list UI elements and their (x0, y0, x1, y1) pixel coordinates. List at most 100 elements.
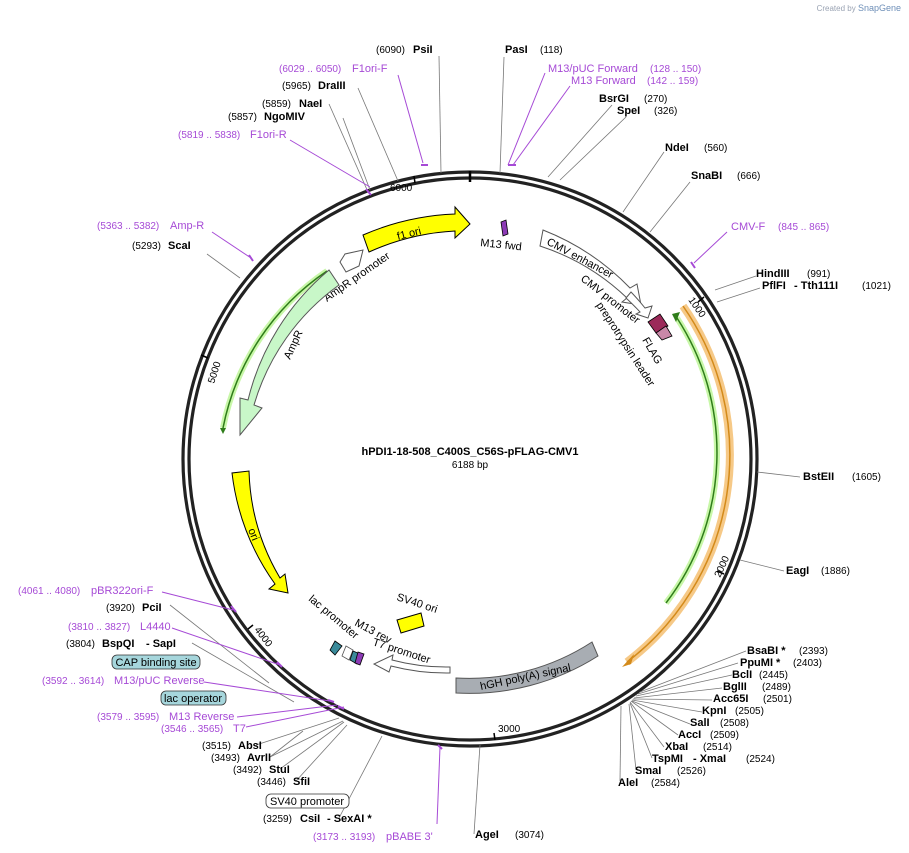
bspqi-name: BspQI (102, 638, 134, 650)
primer-t7[interactable]: (3546 .. 3565) T7 (161, 723, 246, 735)
enzyme-bspqi[interactable]: (3804) BspQI - SapI (66, 638, 176, 650)
m13-puc-reverse-name: M13/pUC Reverse (114, 675, 204, 687)
sali-name: SalI (690, 717, 710, 729)
primer-f1ori-f[interactable]: (6029 .. 6050) F1ori-F (279, 63, 388, 75)
enzyme-alei[interactable]: AleI (2584) (618, 777, 680, 789)
pflfi-pos: (1021) (862, 281, 891, 292)
enzyme-tspmi[interactable]: TspMI - XmaI (2524) (652, 753, 775, 765)
enzyme-smai[interactable]: SmaI (2526) (635, 765, 706, 777)
bcli-name: BclI (732, 669, 752, 681)
amp-r-range: (5363 .. 5382) (97, 221, 159, 232)
enzyme-sali[interactable]: SalI (2508) (690, 717, 749, 729)
feature-ori[interactable]: ori (231, 470, 289, 594)
m13-forward-name: M13 Forward (571, 75, 636, 87)
cmv-f-name: CMV-F (731, 221, 766, 233)
enzyme-csii[interactable]: (3259) CsiI - SexAI * (263, 813, 372, 825)
avrii-pos: (3493) (211, 753, 240, 764)
right-bands (622, 303, 734, 667)
enzyme-pflfi[interactable]: PflFI - Tth111I (1021) (762, 280, 891, 292)
primer-marks (230, 164, 696, 750)
feature-m13-fwd[interactable]: M13 fwd (480, 219, 523, 253)
smai-pos: (2526) (677, 766, 706, 777)
enzyme-ngomiv[interactable]: (5857) NgoMIV (228, 111, 306, 123)
ndei-pos: (560) (704, 143, 727, 154)
cap-binding-site-text: CAP binding site (115, 657, 196, 669)
kpni-pos: (2505) (735, 706, 764, 717)
primer-m13-forward[interactable]: M13 Forward (142 .. 159) (571, 75, 698, 87)
pbr322ori-f-name: pBR322ori-F (91, 585, 154, 597)
enzyme-eagi[interactable]: EagI (1886) (786, 565, 850, 577)
eagi-name: EagI (786, 565, 809, 577)
feature-sv40-ori[interactable]: SV40 ori (395, 591, 439, 634)
draiii-name: DraIII (318, 80, 346, 92)
label-cap-binding-site[interactable]: CAP binding site (111, 654, 201, 670)
feature-cmv-enhancer[interactable]: CMV enhancer (539, 229, 642, 306)
enzyme-sfii[interactable]: (3446) SfiI (257, 776, 310, 788)
acci-name: AccI (678, 729, 701, 741)
feature-lac-operator[interactable] (341, 645, 354, 661)
primer-m13-puc-reverse[interactable]: (3592 .. 3614) M13/pUC Reverse (42, 675, 204, 687)
enzyme-bglii[interactable]: BglII (2489) (723, 681, 791, 693)
feature-sv40-promoter-arc[interactable] (372, 654, 451, 674)
m13-puc-forward-range: (128 .. 150) (650, 64, 701, 75)
enzyme-hindiii[interactable]: HindIII (991) (756, 268, 830, 280)
created-by-label: Created by (816, 4, 856, 13)
primer-pbr322ori-f[interactable]: (4061 .. 4080) pBR322ori-F (18, 585, 154, 597)
plasmid-name: hPDI1-18-508_C400S_C56S-pFLAG-CMV1 (361, 446, 578, 458)
feature-f1-ori[interactable]: f1 ori (362, 205, 471, 253)
enzyme-draiii[interactable]: (5965) DraIII (282, 80, 346, 92)
primer-m13-reverse[interactable]: (3579 .. 3595) M13 Reverse (97, 711, 234, 723)
enzyme-xbai[interactable]: XbaI (2514) (665, 741, 732, 753)
enzyme-stui[interactable]: (3492) StuI (233, 764, 290, 776)
enzyme-snabi[interactable]: SnaBI (666) (691, 170, 760, 182)
primer-l4440[interactable]: (3810 .. 3827) L4440 (68, 621, 171, 633)
enzyme-scai[interactable]: (5293) ScaI (132, 240, 191, 252)
amp-r-name: Amp-R (170, 220, 204, 232)
tick-5000: 5000 (206, 360, 223, 385)
label-lac-operator[interactable]: lac operator (160, 690, 227, 706)
enzyme-bsrgi[interactable]: BsrGI (270) (599, 93, 667, 105)
enzyme-pasi[interactable]: PasI (118) (505, 44, 563, 56)
primer-cmv-f[interactable]: CMV-F (845 .. 865) (731, 221, 829, 233)
enzyme-acci[interactable]: AccI (2509) (678, 729, 739, 741)
enzyme-avrii[interactable]: (3493) AvrII (211, 752, 271, 764)
cmv-enhancer-label: CMV enhancer (545, 236, 616, 281)
enzyme-agei[interactable]: AgeI (3074) (475, 829, 544, 841)
primer-m13-puc-forward[interactable]: M13/pUC Forward (128 .. 150) (548, 63, 701, 75)
primer-f1ori-r[interactable]: (5819 .. 5838) F1ori-R (178, 129, 287, 141)
eagi-pos: (1886) (821, 566, 850, 577)
enzyme-bsteii[interactable]: BstEII (1605) (803, 471, 881, 483)
lac-operator-text: lac operator (164, 693, 222, 705)
enzyme-bsabi[interactable]: BsaBI * (2393) (747, 645, 828, 657)
agei-pos: (3074) (515, 830, 544, 841)
ngomiv-name: NgoMIV (264, 111, 306, 123)
pcii-name: PciI (142, 602, 162, 614)
enzyme-naei[interactable]: (5859) NaeI (262, 98, 322, 110)
enzyme-ppumi[interactable]: PpuMI * (2403) (740, 657, 822, 669)
backbone (181, 170, 759, 748)
feature-hgh-polya[interactable]: hGH poly(A) signal (455, 641, 599, 694)
snapgene-logo: SnapGene (857, 3, 901, 13)
xbai-name: XbaI (665, 741, 688, 753)
enzyme-ndei[interactable]: NdeI (560) (665, 142, 727, 154)
label-sv40-promoter[interactable]: SV40 promoter (265, 793, 350, 809)
enzyme-bcli[interactable]: BclI (2445) (732, 669, 788, 681)
left-band (220, 268, 329, 434)
enzyme-absi[interactable]: (3515) AbsI (202, 740, 262, 752)
feature-ampr[interactable]: AmpR (239, 269, 340, 437)
enzyme-kpni[interactable]: KpnI (2505) (702, 705, 764, 717)
sali-pos: (2508) (720, 718, 749, 729)
primer-pbabe-3[interactable]: (3173 .. 3193) pBABE 3' (313, 831, 433, 843)
bsabi-name: BsaBI * (747, 645, 786, 657)
bsteii-name: BstEII (803, 471, 834, 483)
enzyme-pcii[interactable]: (3920) PciI (106, 602, 162, 614)
feature-lac-promoter[interactable]: lac promoter (306, 593, 361, 656)
xbai-pos: (2514) (703, 742, 732, 753)
enzyme-spei[interactable]: SpeI (326) (617, 105, 677, 117)
enzyme-acc65i[interactable]: Acc65I (2501) (713, 693, 792, 705)
primer-amp-r[interactable]: (5363 .. 5382) Amp-R (97, 220, 204, 232)
enzyme-psii[interactable]: (6090) PsiI (376, 44, 433, 56)
scai-pos: (5293) (132, 241, 161, 252)
acc65i-name: Acc65I (713, 693, 748, 705)
